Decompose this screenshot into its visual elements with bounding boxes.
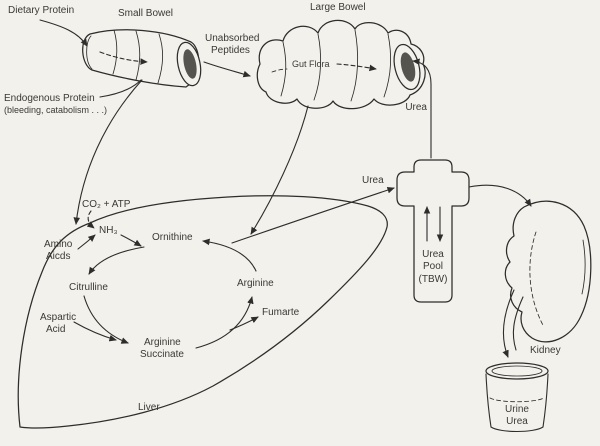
label-endogenous-line1: Endogenous Protein [4, 93, 95, 104]
kidney-pelvis-line [529, 231, 545, 328]
label-dietary-protein: Dietary Protein [8, 5, 74, 16]
label-large-bowel: Large Bowel [310, 2, 366, 13]
labels: Dietary Protein Small Bowel Large Bowel … [4, 2, 561, 427]
label-pool-line2: Pool [423, 261, 443, 272]
kidney-body [504, 200, 592, 343]
label-urine-line1: Urine [505, 404, 529, 415]
line-endogenous-join [99, 79, 142, 98]
small-bowel-flow-arrow [99, 51, 148, 65]
arrow-liver-urea-to-pool [231, 186, 395, 244]
label-endogenous-line2: (bleeding, catabolism . . .) [4, 105, 107, 115]
arrow-gut-ammonia-to-liver [250, 105, 309, 235]
label-urea-to-gut: Urea [405, 102, 427, 113]
arrow-aspartic-to-argsuccinate [73, 321, 117, 342]
arrow-ornithine-to-citrulline [88, 246, 145, 275]
connectors [39, 19, 532, 244]
arrow-co2atp-to-nh3 [86, 210, 95, 229]
label-pool-line3: (TBW) [419, 274, 448, 285]
haustra-line [135, 30, 141, 81]
label-arg-succinate-line2: Succinate [140, 349, 184, 360]
arrow-urea-pool-to-gut [412, 58, 432, 159]
urea-pool-shape [396, 159, 470, 303]
label-arginine: Arginine [237, 278, 274, 289]
haustra-line [313, 33, 322, 101]
label-ornithine: Ornithine [152, 232, 193, 243]
small-bowel-left-rim [86, 35, 93, 70]
urea-pool-drawing [396, 159, 470, 303]
kidney-shade-line [581, 239, 586, 295]
beaker-rim-inner [491, 365, 543, 377]
arrow-dietary-to-small-bowel [39, 19, 88, 47]
label-aspartic-line2: Acid [46, 324, 65, 335]
label-liver: Liver [138, 402, 160, 413]
label-urine-line2: Urea [506, 416, 528, 427]
label-gut-flora: Gut Flora [292, 59, 330, 69]
small-bowel-drawing [82, 29, 202, 88]
beaker-rim-outer [485, 362, 549, 380]
label-urea-from-liver: Urea [362, 175, 384, 186]
label-arg-succinate-line1: Arginine [144, 337, 181, 348]
ureter-line-inner [512, 296, 524, 351]
beaker-body [485, 373, 549, 433]
small-bowel-lumen [183, 49, 197, 79]
arrow-nh3-to-cycle [120, 234, 142, 247]
label-aspartic-line1: Aspartic [40, 312, 76, 323]
label-citrulline: Citrulline [69, 282, 108, 293]
arrow-pool-to-kidney [468, 184, 532, 207]
beaker-liquid-line [489, 397, 545, 403]
arrow-absorbed-amino-to-liver [73, 79, 143, 225]
large-bowel-drawing [256, 19, 426, 110]
label-fumarte: Fumarte [262, 307, 300, 318]
gut-flora-flow-lead [271, 68, 288, 73]
haustra-line [112, 29, 118, 75]
ureter-line-outer [502, 289, 515, 358]
arrow-unabsorbed-peptides [203, 61, 251, 78]
label-small-bowel: Small Bowel [118, 8, 173, 19]
label-amino-line1: Amino [44, 239, 73, 250]
haustra-line [383, 33, 392, 98]
arrow-citrulline-to-argsuccinate [83, 295, 129, 344]
label-unabsorbed-line1: Unabsorbed [205, 33, 259, 44]
urine-beaker-drawing [485, 362, 549, 433]
label-nh3: NH₃ [99, 225, 118, 236]
arrow-argsuccinate-to-arginine [195, 296, 254, 349]
haustra-line [350, 29, 359, 102]
liver-outline [17, 195, 388, 429]
urea-cycle-arrows [73, 210, 259, 349]
label-amino-line2: Aicds [46, 251, 70, 262]
label-kidney: Kidney [530, 345, 561, 356]
arrow-to-fumarte [229, 316, 259, 331]
kidney-drawing [502, 200, 592, 358]
arrow-arginine-to-ornithine [202, 238, 257, 272]
large-bowel-lumen [400, 52, 416, 82]
gut-flora-flow-arrow [336, 63, 377, 72]
label-co2-atp: CO₂ + ATP [82, 199, 131, 210]
haustra-line [280, 41, 287, 97]
haustra-line [157, 33, 164, 84]
label-pool-line1: Urea [422, 249, 444, 260]
arrow-amino-to-nh3 [77, 234, 96, 250]
label-unabsorbed-line2: Peptides [211, 45, 250, 56]
